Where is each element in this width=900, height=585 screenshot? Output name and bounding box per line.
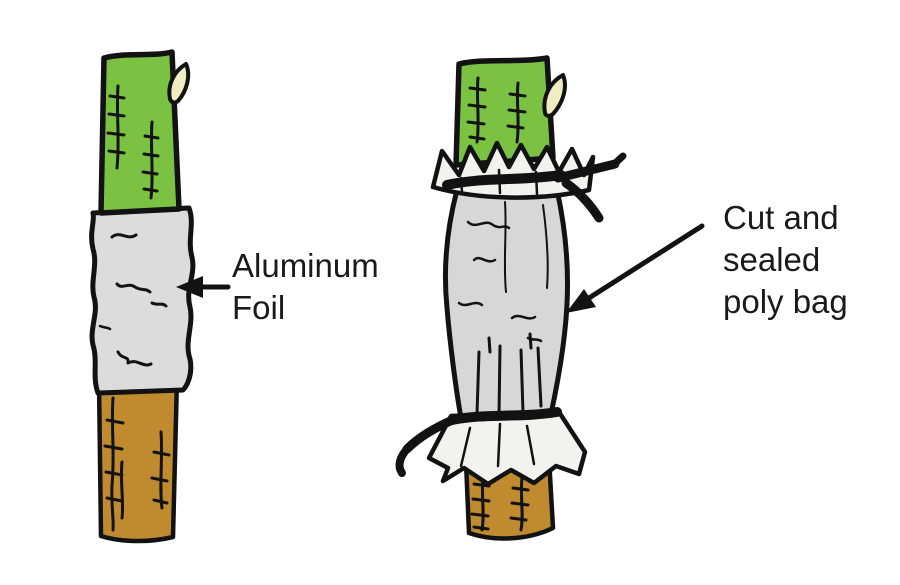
- foil-wrapped-graft-figure: Aluminum Foil: [89, 49, 379, 544]
- stem-hatch-marks: [106, 84, 160, 200]
- polybag-label-line-1: Cut and: [723, 199, 839, 236]
- top-tie-icon: [442, 152, 627, 223]
- bud-icon: [542, 73, 567, 118]
- bark-texture: [470, 474, 530, 532]
- bottom-tie-icon: [395, 407, 562, 477]
- polybag-label-line-2: sealed: [723, 241, 820, 278]
- bag-crinkle-lines: [457, 201, 549, 418]
- foil-label-line-2: Foil: [232, 289, 285, 326]
- stem-hatch-marks: [466, 76, 527, 144]
- aluminum-foil-wrap: [89, 205, 196, 396]
- foil-label-line-1: Aluminum: [232, 247, 379, 284]
- bud-icon: [167, 62, 191, 105]
- skirt-fold-lines: [459, 422, 536, 468]
- polybag-sealed-graft-figure: Cut and sealed poly bag: [395, 55, 848, 541]
- foil-arrow-icon: [176, 276, 231, 298]
- polybag-label-line-3: poly bag: [723, 283, 848, 320]
- bag-ruffle-skirt: [426, 409, 588, 487]
- scion-stem: [98, 49, 182, 216]
- rootstock-stem: [96, 375, 180, 544]
- bark-texture: [103, 396, 171, 532]
- polybag-arrow-icon: [566, 223, 705, 313]
- foil-crease-lines: [98, 233, 168, 367]
